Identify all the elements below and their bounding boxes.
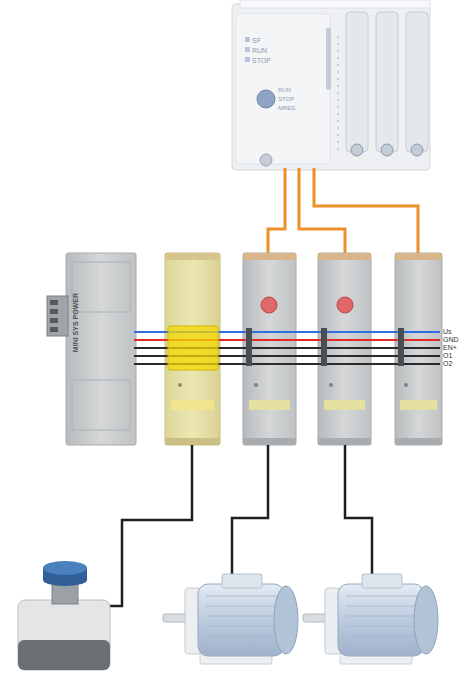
module-cap	[243, 438, 296, 445]
plc-controller: SF RUN STOP RUN STOP MRES	[232, 0, 430, 170]
module-cap	[165, 438, 220, 445]
module-housing	[318, 253, 371, 445]
status-label: RUN	[278, 87, 291, 93]
bus-connector	[168, 326, 218, 370]
status-led	[254, 383, 258, 387]
module-label-strip	[324, 400, 365, 410]
plc	[232, 0, 430, 170]
signal-wire	[268, 168, 285, 256]
power-supply-module: MINI SYS POWER	[66, 253, 136, 445]
status-label: MRES	[278, 105, 295, 111]
signal-name: Us	[443, 328, 452, 335]
terminal-strip	[321, 328, 327, 366]
led	[245, 37, 250, 42]
plc-io-button	[411, 144, 423, 156]
signal-wire	[314, 168, 418, 256]
plc-io-button	[381, 144, 393, 156]
field-cable	[345, 445, 372, 576]
led	[245, 47, 250, 52]
module-cap	[243, 253, 296, 260]
plc-front	[236, 14, 330, 164]
module-terminals	[246, 328, 404, 366]
estop-head	[43, 574, 87, 586]
power-supply	[47, 253, 136, 445]
terminal	[50, 300, 58, 305]
status-label: RUN	[252, 47, 267, 54]
mode-switch	[257, 90, 275, 108]
estop-head-top	[43, 561, 87, 575]
safety-modules	[165, 253, 442, 445]
signal-name: O1	[443, 352, 452, 359]
module-label-strip	[171, 400, 214, 410]
reset-button	[337, 297, 353, 313]
terminal-strip	[246, 328, 252, 366]
terminal	[50, 327, 58, 332]
status-led	[329, 383, 333, 387]
module-housing	[165, 253, 220, 445]
power-supply-body	[66, 253, 136, 445]
module-cap	[165, 253, 220, 260]
plc-io-module	[346, 12, 368, 152]
signal-wires	[268, 168, 418, 256]
module-housing	[243, 253, 296, 445]
plc-top	[240, 0, 430, 8]
power-supply-panel	[72, 380, 130, 430]
power-supply-panel	[72, 262, 130, 312]
status-label: SF	[252, 37, 261, 44]
signal-wire	[299, 168, 345, 256]
plc-button	[260, 154, 272, 166]
signal-name: O2	[443, 360, 452, 367]
motor	[163, 574, 298, 664]
reset-button	[261, 297, 277, 313]
module-label-strip	[400, 400, 437, 410]
terminal-strip	[398, 328, 404, 366]
module-cap	[395, 438, 442, 445]
signal-name: EN+	[443, 344, 457, 351]
plc-body	[232, 4, 430, 170]
estop-base	[18, 640, 110, 670]
terminal-block	[47, 296, 68, 336]
plc-led-column	[337, 36, 339, 150]
led	[245, 57, 250, 62]
emergency-stop	[18, 561, 110, 670]
module-label-strip	[249, 400, 290, 410]
signal-name: GND	[443, 336, 459, 343]
module-housing	[395, 253, 442, 445]
status-label: STOP	[278, 96, 294, 102]
field-cable	[232, 445, 268, 576]
plc-slot	[326, 28, 331, 90]
module-cap	[318, 438, 371, 445]
status-label: STOP	[252, 57, 271, 64]
terminal	[50, 318, 58, 323]
plc-io-button	[351, 144, 363, 156]
status-led	[178, 383, 182, 387]
plc-io-module	[406, 12, 428, 152]
module-cap	[318, 253, 371, 260]
estop-enclosure	[18, 600, 110, 670]
module-brand-text: MINI SYS POWER	[72, 293, 79, 352]
field-cable	[110, 445, 192, 606]
motor	[303, 574, 438, 664]
terminal	[50, 309, 58, 314]
plc-io-module	[376, 12, 398, 152]
module-cap	[395, 253, 442, 260]
status-led	[404, 383, 408, 387]
